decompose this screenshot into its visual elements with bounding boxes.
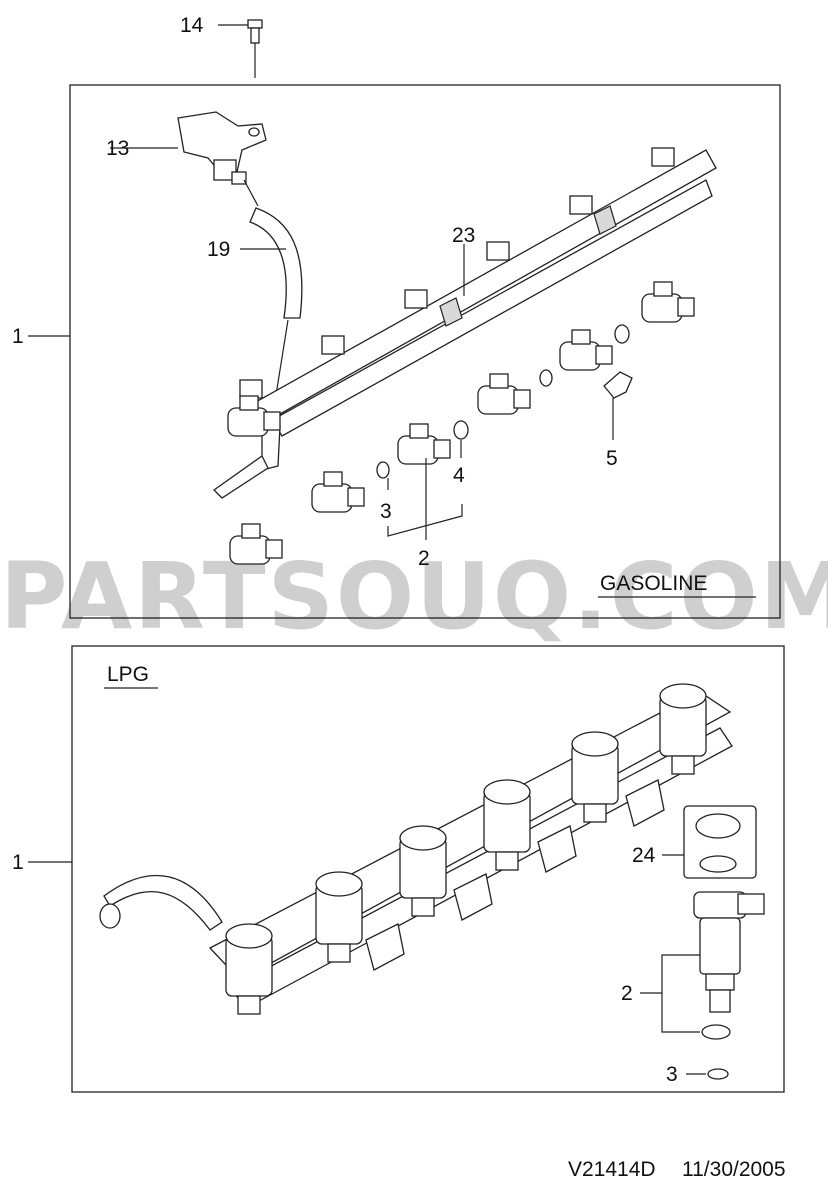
callout-4: 4: [453, 464, 465, 487]
gasoline-panel: 14 13 19: [12, 14, 781, 619]
lpg-frame: [71, 645, 785, 1093]
callout-3-top: 3: [380, 500, 392, 523]
leaders-2-3-4: [387, 440, 463, 540]
footer-code: V21414D: [568, 1158, 656, 1181]
callout-1-bottom: 1: [12, 851, 24, 874]
callout-24: 24: [632, 844, 656, 867]
callout-13: 13: [106, 137, 129, 160]
callout-1-top: 1: [12, 325, 24, 348]
cap-part-24[interactable]: [662, 805, 757, 879]
callout-2-top: 2: [418, 547, 430, 570]
fuel-rail-part-23[interactable]: [28, 147, 717, 499]
callout-2-bottom: 2: [621, 982, 633, 1005]
gasoline-injector-set[interactable]: [227, 281, 695, 565]
callout-14: 14: [180, 14, 204, 37]
callout-3-bottom: 3: [666, 1063, 678, 1086]
lpg-title: LPG: [107, 663, 149, 686]
lpg-panel: LPG 1: [12, 645, 785, 1093]
callout-19: 19: [207, 238, 230, 261]
gasoline-title: GASOLINE: [600, 572, 707, 595]
gasoline-frame: [69, 84, 781, 619]
o-ring-set[interactable]: [376, 324, 630, 479]
callout-5: 5: [606, 447, 618, 470]
callout-23: 23: [452, 224, 475, 247]
pressure-regulator-part-13[interactable]: [110, 111, 267, 185]
footer-date: 11/30/2005: [682, 1158, 786, 1181]
lpg-injector-part-2[interactable]: [640, 891, 765, 1080]
bolt-part-14[interactable]: [218, 19, 263, 78]
lpg-rail-assembly[interactable]: [99, 683, 733, 1015]
clip-part-5[interactable]: [603, 371, 633, 440]
